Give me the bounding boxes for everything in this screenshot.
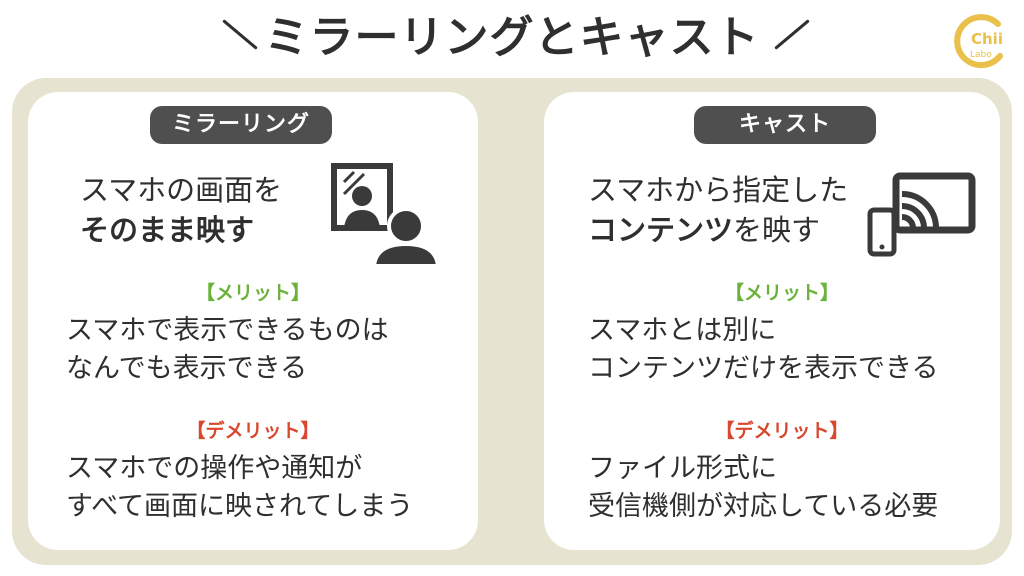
logo-mark: Chii xyxy=(971,30,1003,48)
cast-merit-label: 【メリット】 xyxy=(724,282,839,304)
cast-desc-line1: スマホから指定した xyxy=(588,173,849,207)
mirroring-merit-text: スマホで表示できるものは なんでも表示できる xyxy=(66,312,389,388)
cast-merit-line1: スマホとは別に xyxy=(588,315,777,346)
cast-desc-line2-bold: コンテンツ xyxy=(588,213,734,247)
mirroring-merit-line2: なんでも表示できる xyxy=(66,353,308,384)
mirror-person-icon xyxy=(331,163,441,268)
header: ミラーリングとキャスト Chii Labo xyxy=(0,0,1024,80)
title-slash-right xyxy=(774,19,810,50)
mirroring-desc-line1: スマホの画面を xyxy=(80,173,283,207)
cast-demerit-line2: 受信機側が対応している必要 xyxy=(588,491,939,522)
cast-desc-line2: コンテンツを映す xyxy=(588,210,848,250)
mirroring-desc-line2: そのまま映す xyxy=(80,213,255,247)
mirroring-demerit-line2: すべて画面に映されてしまう xyxy=(66,491,414,522)
cast-label: キャスト xyxy=(694,106,876,144)
title-slash-left xyxy=(222,19,258,50)
chii-labo-logo-icon: Chii Labo xyxy=(954,14,1003,69)
mirroring-demerit-text: スマホでの操作や通知が すべて画面に映されてしまう xyxy=(66,450,413,526)
mirroring-label: ミラーリング xyxy=(150,106,332,144)
cast-panel: キャスト スマホから指定した コンテンツを映す 【メリット】 スマホとは別に コ… xyxy=(544,92,1000,550)
cast-merit-line2: コンテンツだけを表示できる xyxy=(588,353,939,384)
mirroring-description: スマホの画面を そのまま映す xyxy=(80,170,282,250)
mirroring-demerit-line1: スマホでの操作や通知が xyxy=(66,453,363,484)
mirroring-demerit-label: 【デメリット】 xyxy=(186,420,320,442)
cast-icon xyxy=(867,172,976,257)
cast-demerit-label: 【デメリット】 xyxy=(715,420,849,442)
cast-description: スマホから指定した コンテンツを映す xyxy=(588,170,848,250)
mirroring-panel: ミラーリング スマホの画面を そのまま映す 【メリット】 スマホで表示できるもの… xyxy=(28,92,478,550)
cast-desc-line2-rest: を映す xyxy=(733,213,821,247)
cast-demerit-line1: ファイル形式に xyxy=(588,453,777,484)
mirroring-merit-line1: スマホで表示できるものは xyxy=(66,315,389,346)
cast-demerit-text: ファイル形式に 受信機側が対応している必要 xyxy=(588,450,938,526)
page-title: ミラーリングとキャスト xyxy=(264,12,760,63)
logo-sub: Labo xyxy=(970,50,992,60)
cast-merit-text: スマホとは別に コンテンツだけを表示できる xyxy=(588,312,938,388)
mirroring-merit-label: 【メリット】 xyxy=(195,282,310,304)
